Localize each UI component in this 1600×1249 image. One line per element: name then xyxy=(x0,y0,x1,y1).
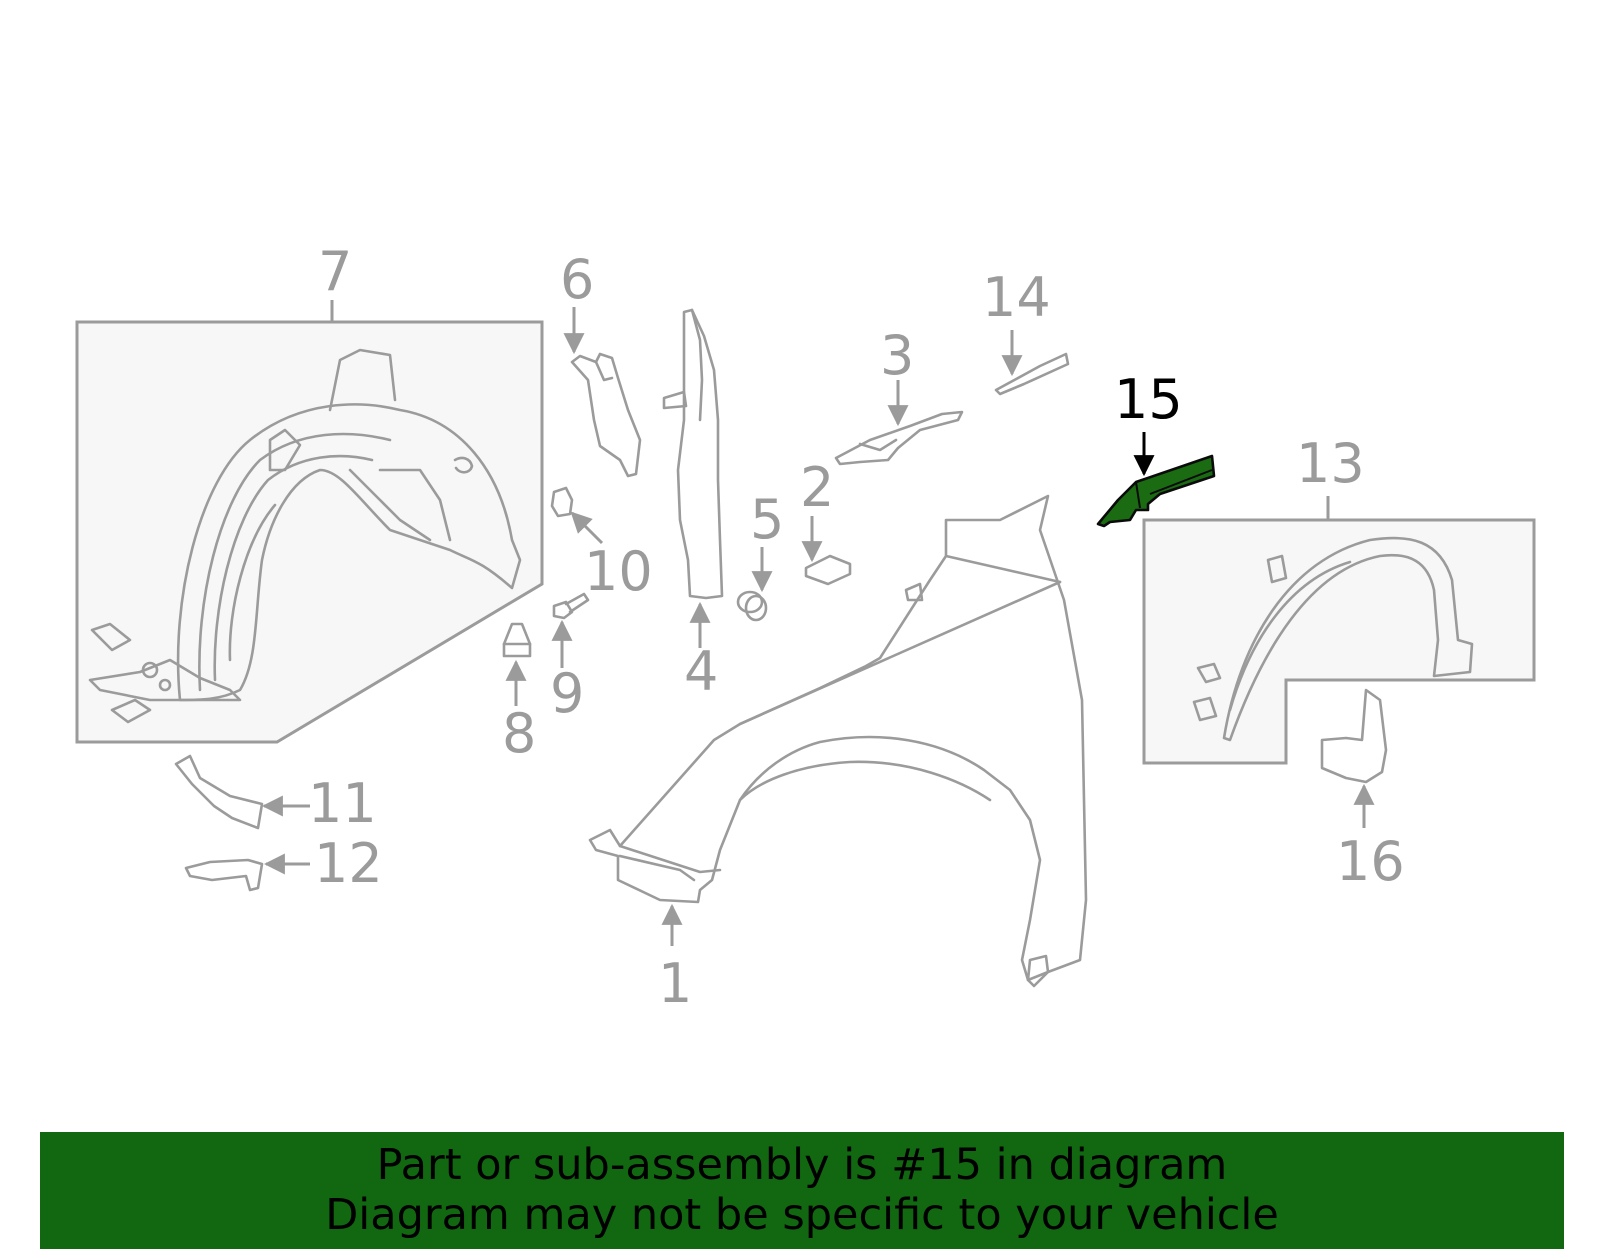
part-3-bracket xyxy=(834,380,964,466)
banner-line-2: Diagram may not be specific to your vehi… xyxy=(325,1190,1279,1240)
part-7-fender-liner xyxy=(75,300,544,744)
info-banner: Part or sub-assembly is #15 in diagram D… xyxy=(40,1132,1564,1249)
part-2-nut xyxy=(801,516,852,586)
callout-16: 16 xyxy=(1336,830,1405,893)
part-1-fender xyxy=(588,494,1088,988)
part-8-clip xyxy=(502,622,532,706)
callout-4: 4 xyxy=(684,640,718,703)
part-12-bracket xyxy=(184,853,310,892)
part-13-wheel-molding xyxy=(1142,496,1536,765)
callout-13: 13 xyxy=(1296,432,1365,495)
callout-12: 12 xyxy=(314,832,383,895)
callout-2: 2 xyxy=(800,456,834,519)
part-4-seal xyxy=(662,308,724,648)
callout-14: 14 xyxy=(982,266,1051,329)
banner-line-1: Part or sub-assembly is #15 in diagram xyxy=(376,1140,1228,1190)
callout-9: 9 xyxy=(550,662,584,725)
callout-3: 3 xyxy=(880,324,914,387)
part-5-grommet xyxy=(736,547,773,622)
callout-11: 11 xyxy=(308,772,377,835)
callout-6: 6 xyxy=(560,248,594,311)
part-6-bracket xyxy=(563,307,642,478)
callout-15: 15 xyxy=(1114,368,1183,431)
callout-5: 5 xyxy=(750,488,784,551)
part-10-nut xyxy=(550,486,604,545)
callout-10: 10 xyxy=(584,540,653,603)
part-14-molding xyxy=(994,330,1070,396)
part-16-mud-flap xyxy=(1320,688,1388,828)
part-11-bracket xyxy=(174,754,310,830)
part-9-screw xyxy=(551,592,590,668)
parts-diagram: 1 2 3 4 5 6 7 8 9 10 11 12 13 14 15 16 xyxy=(75,240,1536,1015)
part-15-molding-highlighted xyxy=(1096,432,1216,528)
callout-8: 8 xyxy=(502,702,536,765)
callout-7: 7 xyxy=(318,240,352,303)
callout-1: 1 xyxy=(658,952,692,1015)
